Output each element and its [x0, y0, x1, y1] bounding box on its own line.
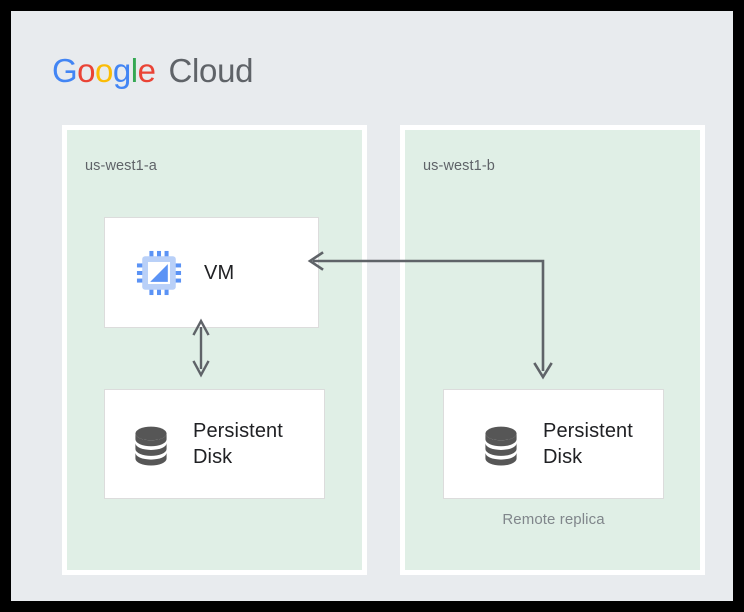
cpu-chip-icon [136, 250, 182, 296]
zone-panel-us-west1-a: us-west1-a [62, 125, 367, 575]
node-persistent-disk-b[interactable]: Persistent Disk [443, 389, 664, 499]
node-persistent-disk-a[interactable]: Persistent Disk [104, 389, 325, 499]
node-persistent-disk-a-label: Persistent Disk [193, 420, 283, 468]
database-disk-icon [129, 422, 173, 466]
database-disk-icon [479, 422, 523, 466]
logo-letter-o1: o [77, 52, 96, 89]
google-wordmark: Google [52, 51, 156, 91]
logo-letter-e1: e [137, 52, 156, 89]
zone-label-us-west1-a: us-west1-a [85, 158, 157, 174]
node-vm-label: VM [204, 261, 235, 284]
zone-label-us-west1-b: us-west1-b [423, 158, 495, 174]
node-persistent-disk-b-label: Persistent Disk [543, 420, 633, 468]
logo-letter-g1: G [52, 52, 78, 89]
logo-letter-g2: g [112, 52, 131, 89]
google-cloud-logo: Google Cloud [52, 51, 253, 91]
logo-letter-l1: l [130, 52, 138, 89]
zone-panel-us-west1-b: us-west1-b [400, 125, 705, 575]
node-vm[interactable]: VM [104, 217, 319, 328]
cloud-wordmark: Cloud [168, 52, 254, 89]
remote-replica-caption: Remote replica [502, 511, 605, 528]
logo-letter-o2: o [95, 52, 113, 89]
diagram-stage: Google Cloud us-west1-a us-west1-b [11, 11, 733, 601]
